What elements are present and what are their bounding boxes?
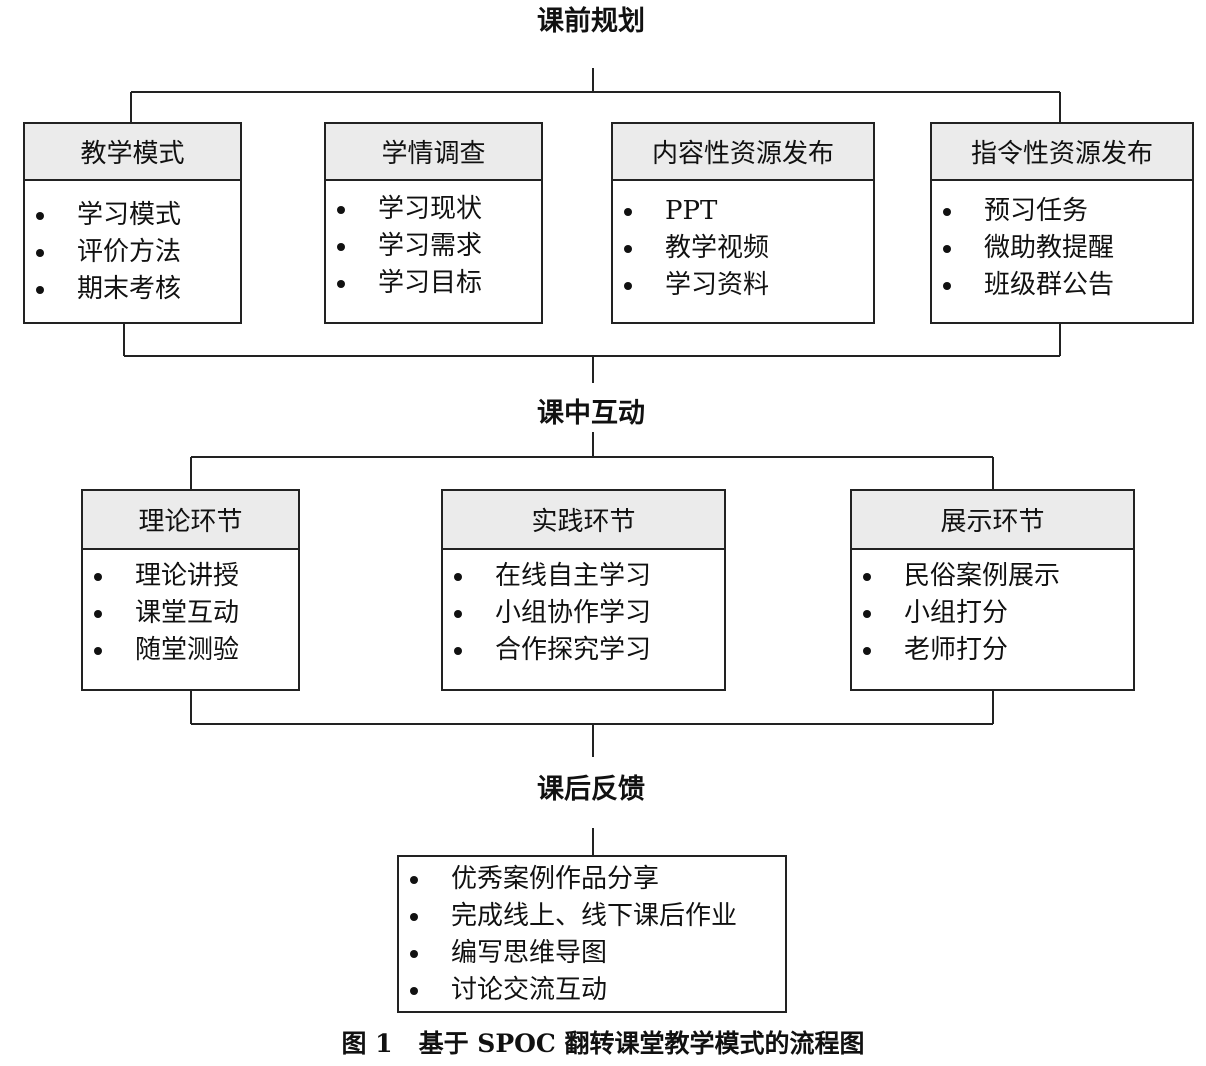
list-item: 理论讲授	[83, 558, 298, 595]
list-item: 在线自主学习	[443, 558, 724, 595]
list-item: 学习资料	[613, 267, 873, 304]
box-theory-session: 理论环节 理论讲授 课堂互动 随堂测验	[81, 489, 300, 691]
list-item: 教学视频	[613, 230, 873, 267]
box-header: 学情调查	[326, 124, 541, 181]
list-item: 老师打分	[852, 632, 1133, 669]
box-header: 理论环节	[83, 491, 298, 550]
box-header: 指令性资源发布	[932, 124, 1192, 181]
list-item: 随堂测验	[83, 632, 298, 669]
list-item: 完成线上、线下课后作业	[399, 898, 785, 935]
box-header: 实践环节	[443, 491, 724, 550]
list-item: 小组协作学习	[443, 595, 724, 632]
box-instruction-resources: 指令性资源发布 预习任务 微助教提醒 班级群公告	[930, 122, 1194, 324]
list-item: 学习需求	[326, 228, 541, 265]
stage-title-post-class: 课后反馈	[537, 774, 645, 805]
list-item: 学习模式	[25, 197, 240, 234]
list-item: 小组打分	[852, 595, 1133, 632]
figure-caption-text: 基于 SPOC 翻转课堂教学模式的流程图	[418, 1029, 865, 1058]
list-item: 课堂互动	[83, 595, 298, 632]
list-item: 学习目标	[326, 265, 541, 302]
box-header: 展示环节	[852, 491, 1133, 550]
box-post-class-feedback: 优秀案例作品分享 完成线上、线下课后作业 编写思维导图 讨论交流互动	[397, 855, 787, 1013]
list-item: PPT	[613, 193, 873, 230]
box-teaching-mode: 教学模式 学习模式 评价方法 期末考核	[23, 122, 242, 324]
list-item: 班级群公告	[932, 267, 1192, 304]
figure-caption: 图 1 基于 SPOC 翻转课堂教学模式的流程图	[0, 1028, 1206, 1060]
stage-title-pre-class: 课前规划	[537, 6, 645, 37]
list-item: 微助教提醒	[932, 230, 1192, 267]
list-item: 编写思维导图	[399, 935, 785, 972]
list-item: 评价方法	[25, 234, 240, 271]
list-item: 合作探究学习	[443, 632, 724, 669]
list-item: 预习任务	[932, 193, 1192, 230]
list-item: 学习现状	[326, 191, 541, 228]
box-learning-survey: 学情调查 学习现状 学习需求 学习目标	[324, 122, 543, 324]
list-item: 期末考核	[25, 271, 240, 308]
figure-number: 图 1	[341, 1029, 393, 1058]
list-item: 优秀案例作品分享	[399, 861, 785, 898]
box-practice-session: 实践环节 在线自主学习 小组协作学习 合作探究学习	[441, 489, 726, 691]
list-item: 讨论交流互动	[399, 972, 785, 1009]
box-header: 教学模式	[25, 124, 240, 181]
box-showcase-session: 展示环节 民俗案例展示 小组打分 老师打分	[850, 489, 1135, 691]
box-header: 内容性资源发布	[613, 124, 873, 181]
list-item: 民俗案例展示	[852, 558, 1133, 595]
stage-title-in-class: 课中互动	[537, 398, 645, 429]
box-content-resources: 内容性资源发布 PPT 教学视频 学习资料	[611, 122, 875, 324]
